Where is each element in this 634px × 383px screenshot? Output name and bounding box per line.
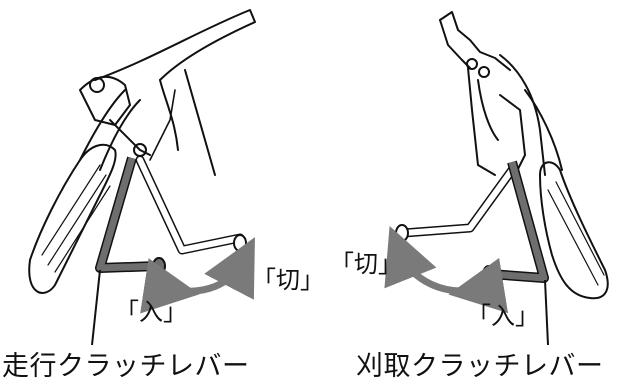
right-on-label: 「入」 [467, 302, 539, 330]
left-on-label: 「入」 [115, 298, 187, 326]
left-machine-drawing [28, 9, 256, 294]
right-direction-arrow [384, 226, 509, 314]
left-grip [28, 143, 117, 294]
right-machine-drawing [395, 11, 609, 300]
right-clutch-lever [482, 160, 549, 283]
right-off-label: 「切」 [330, 250, 402, 278]
right-leader-line [544, 279, 549, 346]
right-caption: 刈取クラッチレバー [356, 351, 604, 382]
left-direction-arrow [140, 237, 255, 314]
left-leader-line [91, 269, 101, 346]
right-grip [539, 161, 609, 300]
left-caption: 走行クラッチレバー [2, 351, 250, 382]
left-off-label: 「切」 [252, 266, 324, 294]
